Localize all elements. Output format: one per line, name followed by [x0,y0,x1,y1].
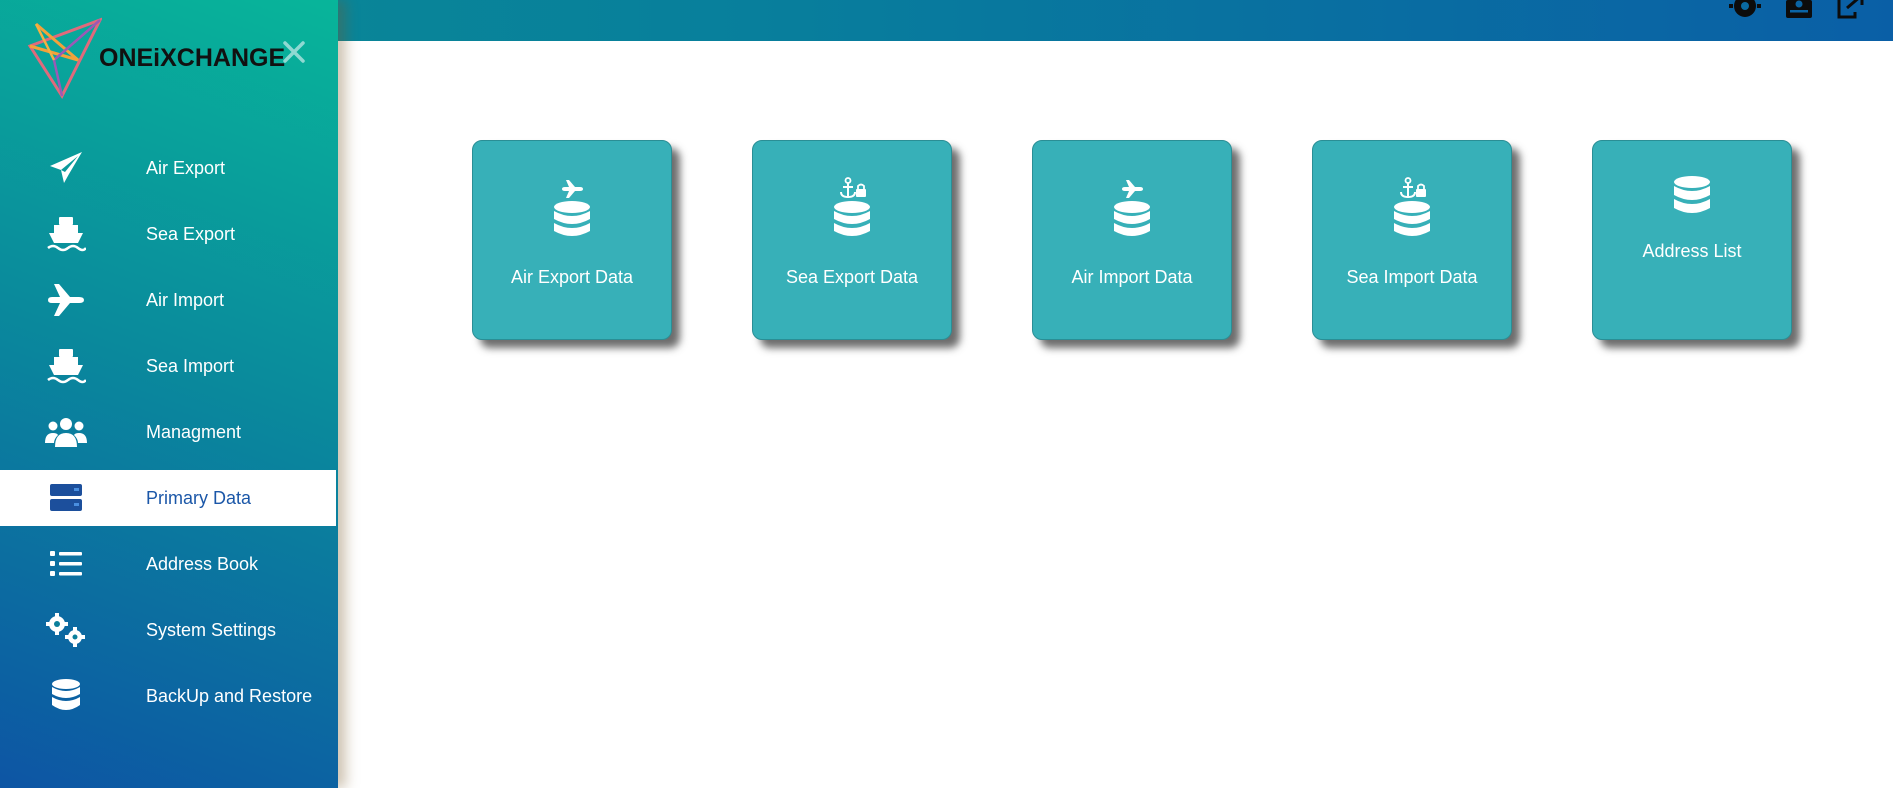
card-air-export-data[interactable]: Air Export Data [472,140,672,340]
users-icon [44,412,88,452]
sidebar-item-label: Primary Data [146,487,252,508]
card-sea-import-data[interactable]: Sea Import Data [1312,140,1512,340]
brand [26,16,102,100]
sidebar-item-label: Air Export [146,157,226,178]
sidebar-item-label: Managment [146,421,242,442]
sidebar-item-air-export[interactable]: Air Export [0,140,338,196]
sidebar-item-label: Air Import [146,289,225,310]
card-label: Sea Export Data [785,267,919,287]
sidebar-item-label: Sea Export [146,223,236,244]
logo-icon [27,17,102,100]
card-air-import-data[interactable]: Air Import Data [1032,140,1232,340]
anchor-lock-database-icon [753,177,951,243]
brand-name: ONEiXCHANGE [99,44,286,72]
sidebar-nav: Air Export Sea Export Air Import [0,140,338,734]
sidebar-item-label: Sea Import [146,355,235,376]
sidebar-item-label: System Settings [146,619,277,640]
database-icon [1593,175,1791,219]
gears-icon [44,610,88,650]
card-label: Address List [1642,241,1742,261]
card-label: Sea Import Data [1346,267,1478,287]
card-address-list[interactable]: Address List [1592,140,1792,340]
top-bar-icons [1729,0,1867,20]
anchor-lock-database-icon [1313,177,1511,243]
database-icon [44,676,88,716]
sidebar-item-backup-restore[interactable]: BackUp and Restore [0,668,338,724]
server-icon [44,478,88,518]
sidebar-item-managment[interactable]: Managment [0,404,338,460]
sidebar-item-system-settings[interactable]: System Settings [0,602,338,658]
sidebar-item-air-import[interactable]: Air Import [0,272,338,328]
primary-data-cards: Air Export Data Sea Export Data [472,140,1792,340]
close-icon[interactable] [280,38,308,66]
plane-database-icon [1033,177,1231,243]
plane-database-icon [473,177,671,243]
card-label: Air Import Data [1071,267,1193,287]
sidebar: ONEiXCHANGE Air Export Sea Export [0,0,338,788]
sidebar-item-label: BackUp and Restore [146,685,313,706]
card-sea-export-data[interactable]: Sea Export Data [752,140,952,340]
profile-icon[interactable] [1785,0,1813,20]
ship-icon [44,214,88,254]
logout-icon[interactable] [1837,0,1867,20]
sidebar-item-primary-data[interactable]: Primary Data [0,470,336,526]
sidebar-item-label: Address Book [146,553,259,574]
paper-plane-icon [44,148,88,188]
airplane-icon [44,280,88,320]
sidebar-item-sea-import[interactable]: Sea Import [0,338,338,394]
settings-icon[interactable] [1729,0,1761,20]
sidebar-item-address-book[interactable]: Address Book [0,536,338,592]
sidebar-item-sea-export[interactable]: Sea Export [0,206,338,262]
list-icon [44,544,88,584]
card-label: Air Export Data [510,267,634,287]
ship-icon [44,346,88,386]
